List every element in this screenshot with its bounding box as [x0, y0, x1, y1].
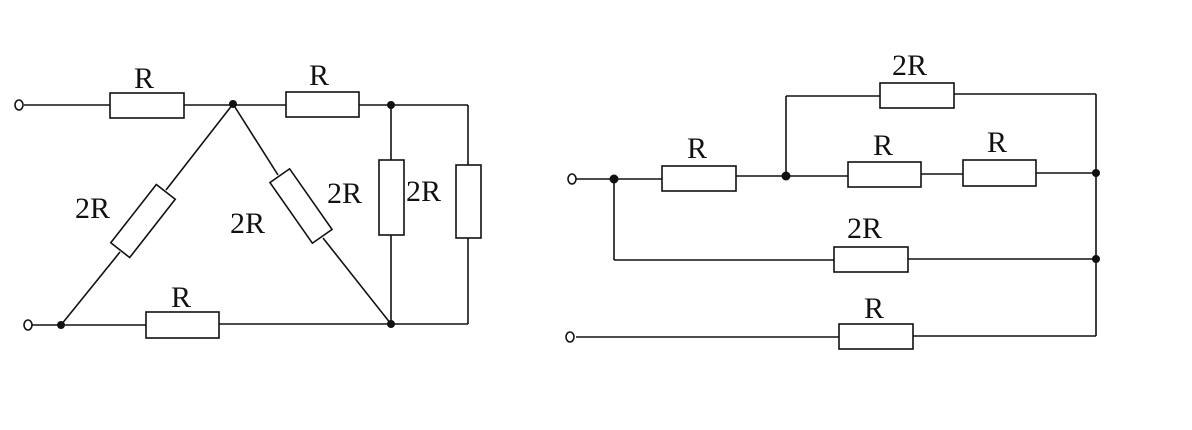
resistor-outer-vertical: [455, 164, 482, 239]
resistor-input: [661, 165, 737, 192]
label-outer-vertical-resistor: 2R: [406, 175, 441, 208]
resistor-top-branch: [879, 82, 955, 109]
label-inner-vertical-resistor: 2R: [327, 177, 362, 210]
resistor-top-left: [109, 92, 185, 119]
junction-node: [1092, 169, 1100, 177]
wire: [165, 103, 234, 191]
label-lower-branch-resistor: 2R: [847, 212, 882, 245]
resistor-left-diagonal: [109, 183, 177, 259]
label-top-branch-resistor: 2R: [892, 49, 927, 82]
left-circuit: R R 2R 2R 2R 2R R: [14, 59, 482, 339]
junction-node: [609, 174, 619, 184]
terminal: [567, 173, 577, 185]
resistor-bottom: [145, 311, 220, 339]
resistor-lower-branch: [833, 246, 909, 273]
label-middle-branch-resistor-1: R: [873, 129, 893, 162]
wire: [232, 103, 279, 176]
junction-node: [781, 171, 791, 181]
label-top-left-resistor: R: [134, 62, 154, 95]
junction-node: [387, 320, 395, 328]
resistor-right-diagonal: [268, 167, 334, 245]
label-bottom-resistor: R: [171, 281, 191, 314]
resistor-middle-branch-1: [847, 161, 922, 188]
label-top-right-resistor: R: [309, 59, 329, 92]
label-right-diagonal-resistor: 2R: [230, 207, 265, 240]
junction-node: [57, 321, 65, 329]
label-input-resistor: R: [687, 132, 707, 165]
resistor-bottom: [838, 323, 914, 350]
terminal: [14, 99, 24, 111]
wire: [60, 251, 121, 326]
junction-node: [229, 100, 237, 108]
wire: [322, 237, 392, 325]
label-bottom-resistor: R: [864, 292, 884, 325]
junction-node: [1092, 255, 1100, 263]
terminal: [565, 331, 575, 343]
label-middle-branch-resistor-2: R: [987, 126, 1007, 159]
right-circuit: R 2R R R 2R R: [565, 49, 1100, 350]
resistor-middle-branch-2: [962, 159, 1037, 187]
terminal: [23, 319, 33, 331]
resistor-top-right: [285, 91, 360, 118]
resistor-inner-vertical: [378, 159, 405, 236]
junction-node: [387, 101, 395, 109]
label-left-diagonal-resistor: 2R: [75, 192, 110, 225]
